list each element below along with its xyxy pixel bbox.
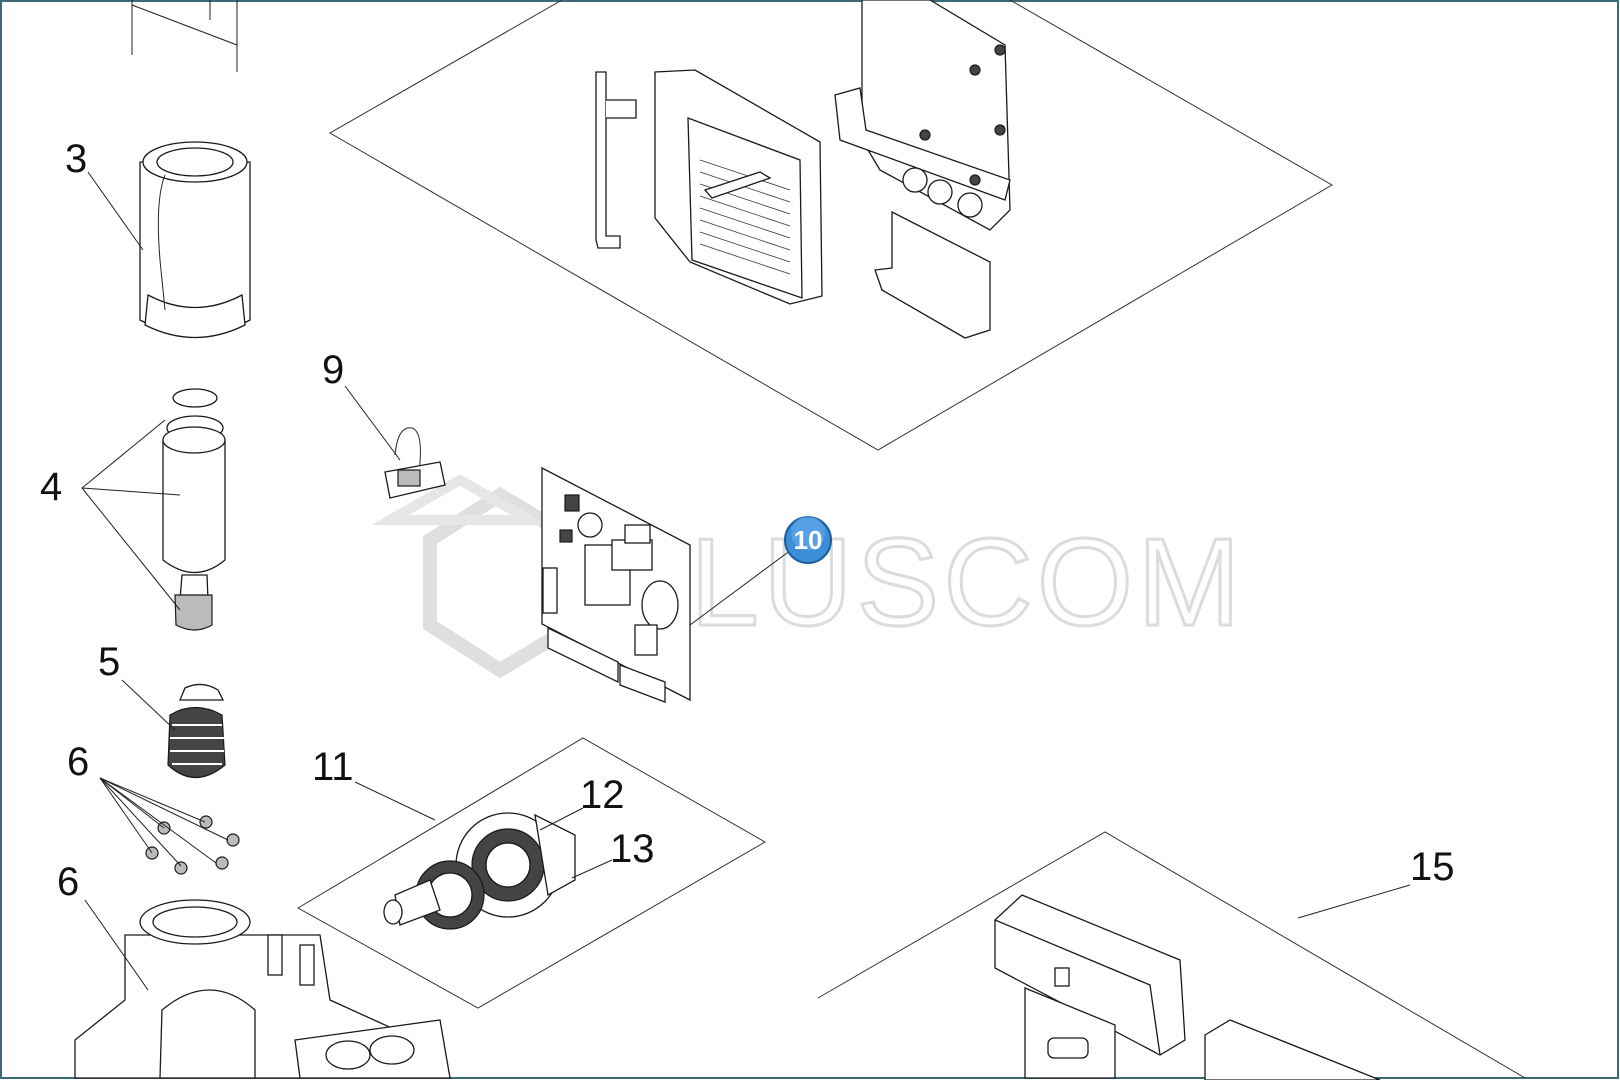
callout-13[interactable]: 13 [610,827,655,871]
leader-lines [81,171,1411,991]
part-9-connector [384,427,446,499]
callout-9[interactable]: 9 [322,348,344,392]
callout-12[interactable]: 12 [580,773,625,817]
rods [131,0,238,72]
callout-5[interactable]: 5 [98,640,120,684]
watermark-text: LUSCOM [690,514,1245,652]
part-4-rotor [162,388,226,631]
callout-10-badge[interactable]: 10 [784,516,832,564]
callout-10: 10 [794,525,823,555]
part-10-control-board [541,466,691,703]
callout-6-housing[interactable]: 6 [57,860,79,904]
callout-4[interactable]: 4 [40,465,62,509]
part-3-stator [139,141,251,339]
part-6-screws [145,815,240,875]
callout-11[interactable]: 11 [312,745,354,789]
callout-3[interactable]: 3 [65,137,87,181]
watermark: LUSCOM [371,474,1245,679]
part-5-worm [167,683,226,778]
callout-15[interactable]: 15 [1410,845,1455,889]
gear-assembly [296,737,767,1009]
part-6-housing [74,899,451,1079]
callout-6-screws[interactable]: 6 [67,740,89,784]
part-15-battery-pack [817,831,1526,1080]
enclosure-assembly [328,0,1333,451]
